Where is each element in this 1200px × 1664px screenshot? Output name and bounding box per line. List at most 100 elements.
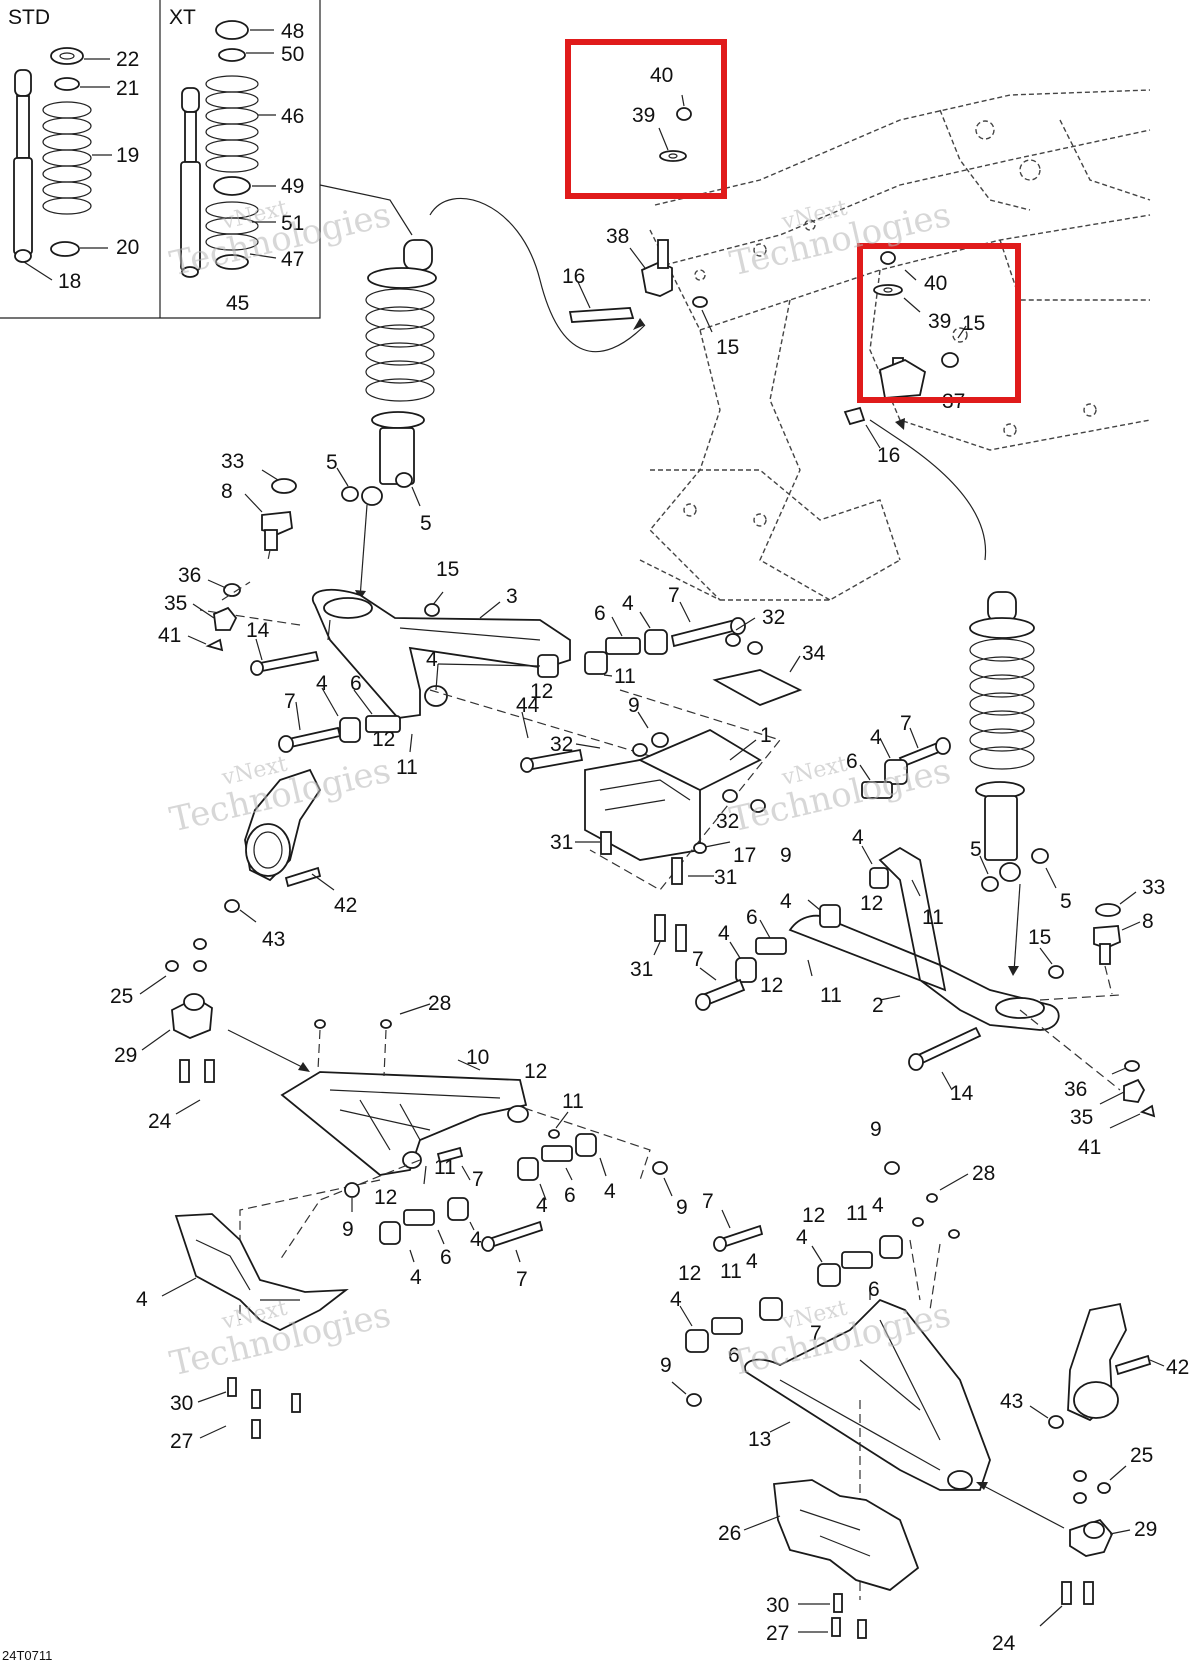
callout-lr-9b: 9 (660, 1354, 672, 1377)
callout-c-44: 44 (516, 694, 540, 717)
callout-lr-7b: 7 (810, 1322, 822, 1345)
callout-ll-7b: 7 (516, 1268, 528, 1291)
callout-std-22: 22 (116, 48, 139, 71)
callout-ul-5b: 5 (420, 512, 432, 535)
callout-ul-33: 33 (221, 450, 244, 473)
callout-highlight-right-39: 39 (928, 310, 951, 333)
callout-ll-28: 28 (428, 992, 451, 1015)
callout-ur-11b: 11 (820, 984, 842, 1007)
callout-ur-4c: 4 (780, 890, 792, 913)
callout-lr-12b: 12 (678, 1262, 701, 1285)
lower-ball-joint-left (165, 938, 215, 1083)
skid-plate-right (773, 1479, 920, 1591)
callout-xt-45: 45 (226, 292, 249, 315)
callout-ul-7: 7 (668, 584, 680, 607)
std-shock-absorber (13, 69, 33, 263)
castle-nut-group-left (205, 583, 241, 652)
callout-ul-11b: 11 (396, 756, 418, 779)
callout-ul-6: 6 (594, 602, 606, 625)
callout-highlight-right-15: 15 (962, 312, 985, 335)
callout-ll-11: 11 (562, 1090, 584, 1113)
xt-spring (205, 20, 259, 270)
callout-ul-12b: 12 (372, 728, 395, 751)
std-label: STD (8, 6, 50, 29)
upper-arm-bushings (605, 617, 746, 655)
upper-mount-right (843, 251, 959, 426)
callout-ll-29: 29 (114, 1044, 137, 1067)
callout-ul-11: 11 (614, 665, 636, 688)
center-support-bracket (584, 669, 803, 861)
callout-lr-43: 43 (1000, 1390, 1023, 1413)
callout-ul-12: 12 (530, 680, 553, 703)
callout-ur-7: 7 (900, 712, 912, 735)
callout-lr-4d: 4 (670, 1288, 682, 1311)
callout-ul-6b: 6 (350, 672, 362, 695)
callout-ul-8: 8 (221, 480, 233, 503)
lower-a-arm-left (280, 1019, 529, 1176)
callout-lr-4c: 4 (746, 1250, 758, 1273)
callout-ur-4b: 4 (852, 826, 864, 849)
callout-ur-6: 6 (846, 750, 858, 773)
std-spring (42, 47, 92, 257)
lower-ball-joint-right (1061, 1470, 1114, 1605)
callout-frame-16: 16 (562, 265, 585, 288)
callout-ul-7b: 7 (284, 690, 296, 713)
xt-shock-absorber (180, 87, 201, 278)
callout-ur-15: 15 (1028, 926, 1051, 949)
callout-lr-13: 13 (748, 1428, 771, 1451)
callout-ur-7b: 7 (692, 948, 704, 971)
callout-c-31b: 31 (714, 866, 737, 889)
callout-lr-24: 24 (992, 1632, 1016, 1655)
callout-ll-30: 30 (170, 1392, 193, 1415)
highlight-box-right (857, 243, 1021, 403)
callout-ll-7: 7 (472, 1168, 484, 1191)
upper-a-arm-right (788, 846, 1060, 1031)
left-shock-assembly (341, 239, 437, 506)
callout-c-9: 9 (628, 694, 640, 717)
callout-xt-50: 50 (281, 43, 304, 66)
drawing-code: 24T0711 (2, 1648, 52, 1663)
lower-left-bushings (379, 1133, 668, 1252)
callout-ur-6b: 6 (746, 906, 758, 929)
callout-ll-25: 25 (110, 985, 133, 1008)
callout-ll-4c: 4 (470, 1228, 482, 1251)
callout-frame-16b: 16 (877, 444, 900, 467)
upper-arm-rear-bushings (278, 715, 401, 753)
callout-ll-12: 12 (524, 1060, 547, 1083)
upper-mount-left (568, 107, 708, 323)
callout-lr-29: 29 (1134, 1518, 1157, 1541)
callout-lr-25: 25 (1130, 1444, 1153, 1467)
callout-highlight-left-40: 40 (650, 64, 673, 87)
callout-ul-5a: 5 (326, 451, 338, 474)
callout-c-34: 34 (802, 642, 826, 665)
callout-std-18: 18 (58, 270, 81, 293)
callout-ur-12: 12 (860, 892, 883, 915)
callout-ur-8: 8 (1142, 910, 1154, 933)
callout-ur-12b: 12 (760, 974, 783, 997)
watermark-4: vNext Technologies (726, 751, 954, 841)
xt-label: XT (169, 6, 196, 29)
callout-c-32b: 32 (550, 733, 573, 756)
callout-highlight-right-40: 40 (924, 272, 947, 295)
callout-ul-14: 14 (246, 619, 270, 642)
callout-xt-46: 46 (281, 105, 304, 128)
bolt-14-left (250, 650, 320, 676)
callout-ur-4d: 4 (718, 922, 730, 945)
right-shock-assembly (969, 591, 1049, 892)
callout-kl-42: 42 (334, 894, 357, 917)
callout-highlight-left-39: 39 (632, 104, 655, 127)
callout-ul-4b: 4 (426, 648, 438, 671)
callout-ur-41: 41 (1078, 1136, 1101, 1159)
callout-ll-12b: 12 (374, 1186, 397, 1209)
callout-c-9b: 9 (780, 844, 792, 867)
callout-ul-4c: 4 (316, 672, 328, 695)
callout-xt-51: 51 (281, 212, 304, 235)
callout-lr-6b: 6 (728, 1344, 740, 1367)
callout-c-17: 17 (733, 844, 756, 867)
callout-ur-35: 35 (1070, 1106, 1093, 1129)
upper-right-bushings (861, 737, 951, 799)
callout-ul-4: 4 (622, 592, 634, 615)
callout-lr-11b: 11 (720, 1260, 742, 1283)
callout-ll-23: 4 (136, 1288, 148, 1311)
